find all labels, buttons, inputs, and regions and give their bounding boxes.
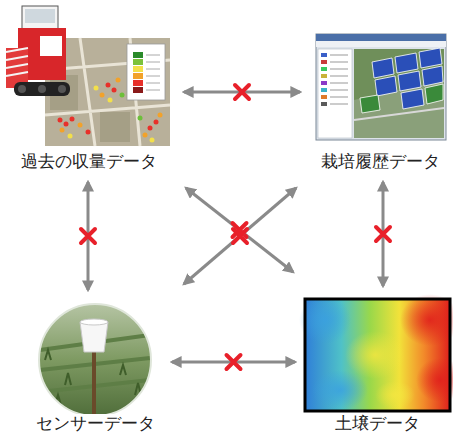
sensor-photo [35, 300, 155, 420]
soil-heatmap [299, 294, 453, 411]
node-label: 土壌データ [333, 414, 422, 434]
connector-arrow [184, 188, 296, 284]
combine-harvester [6, 6, 70, 96]
connector-arrow [172, 355, 295, 369]
data-node: 土壌データ [305, 296, 450, 434]
data-node: 栽培履歴データ [310, 30, 450, 172]
photo-frame [39, 304, 151, 416]
cross-mark [233, 229, 247, 243]
cross-mark [235, 85, 249, 99]
connector-arrow [81, 182, 95, 290]
cross-mark [227, 355, 241, 369]
connector-arrow [186, 188, 293, 272]
data-node: センサーデータ [28, 300, 162, 434]
connector-arrow [376, 182, 390, 286]
node-label: センサーデータ [34, 414, 157, 434]
cross-mark [81, 229, 95, 243]
cross-mark [376, 227, 390, 241]
node-label: 栽培履歴データ [319, 152, 442, 172]
data-node: 過去の収量データ [4, 4, 174, 172]
connector-arrow [184, 85, 300, 99]
node-label: 過去の収量データ [19, 152, 159, 172]
software-screenshot [316, 34, 446, 140]
